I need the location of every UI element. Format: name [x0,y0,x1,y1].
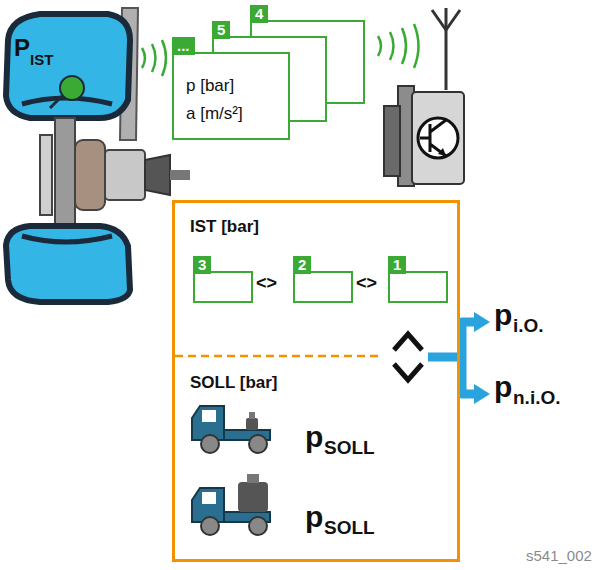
brake-disc [40,135,52,215]
signal-value: p [bar] [186,76,234,96]
value-box: 1 [388,271,448,303]
tire-lower [6,226,130,302]
callout-number: 3 [193,256,211,274]
tire-upper [6,14,130,118]
brake-caliper [75,140,105,210]
truck-light-load [192,406,270,453]
control-unit [384,86,464,186]
rim-edge [22,236,112,242]
callout-number: 4 [250,5,268,23]
subscript: n.i.O. [513,388,561,407]
pressure-symbol: p [305,502,323,532]
subscript: i.O. [513,316,544,335]
data-frame: ...p [bar]a [m/s²] [172,52,290,140]
wheel-rim [55,118,75,228]
divider-line [175,355,380,358]
callout-number: ... [172,37,195,55]
section-heading: IST [bar] [190,217,259,237]
compare-symbol: <> [256,274,277,292]
compare-symbol [394,334,422,380]
subscript: SOLL [324,518,375,537]
hub [105,150,145,200]
drive-shaft [170,170,190,180]
radio-waves [142,40,166,76]
pressure-symbol: p [305,422,323,452]
callout-number: 2 [293,256,311,274]
callout-number: 5 [212,21,230,39]
radio-waves [378,24,419,68]
antenna [432,8,460,90]
subscript: IST [30,52,53,67]
section-heading: SOLL [bar] [190,373,278,393]
pressure-symbol: p [494,300,512,330]
value-box: 3 [193,271,253,303]
figure-caption: s541_002 [526,548,592,563]
signal-value: a [m/s²] [186,104,243,124]
pressure-sensor [60,76,84,100]
callout-number: 1 [388,256,406,274]
pressure-symbol: P [14,36,30,60]
pressure-symbol: p [494,372,512,402]
value-box: 2 [293,271,353,303]
sensor-stem [50,96,62,108]
compare-symbol: <> [356,274,377,292]
truck-heavy-load [192,474,270,535]
drive-shaft-boot [145,155,170,195]
subscript: SOLL [324,438,375,457]
